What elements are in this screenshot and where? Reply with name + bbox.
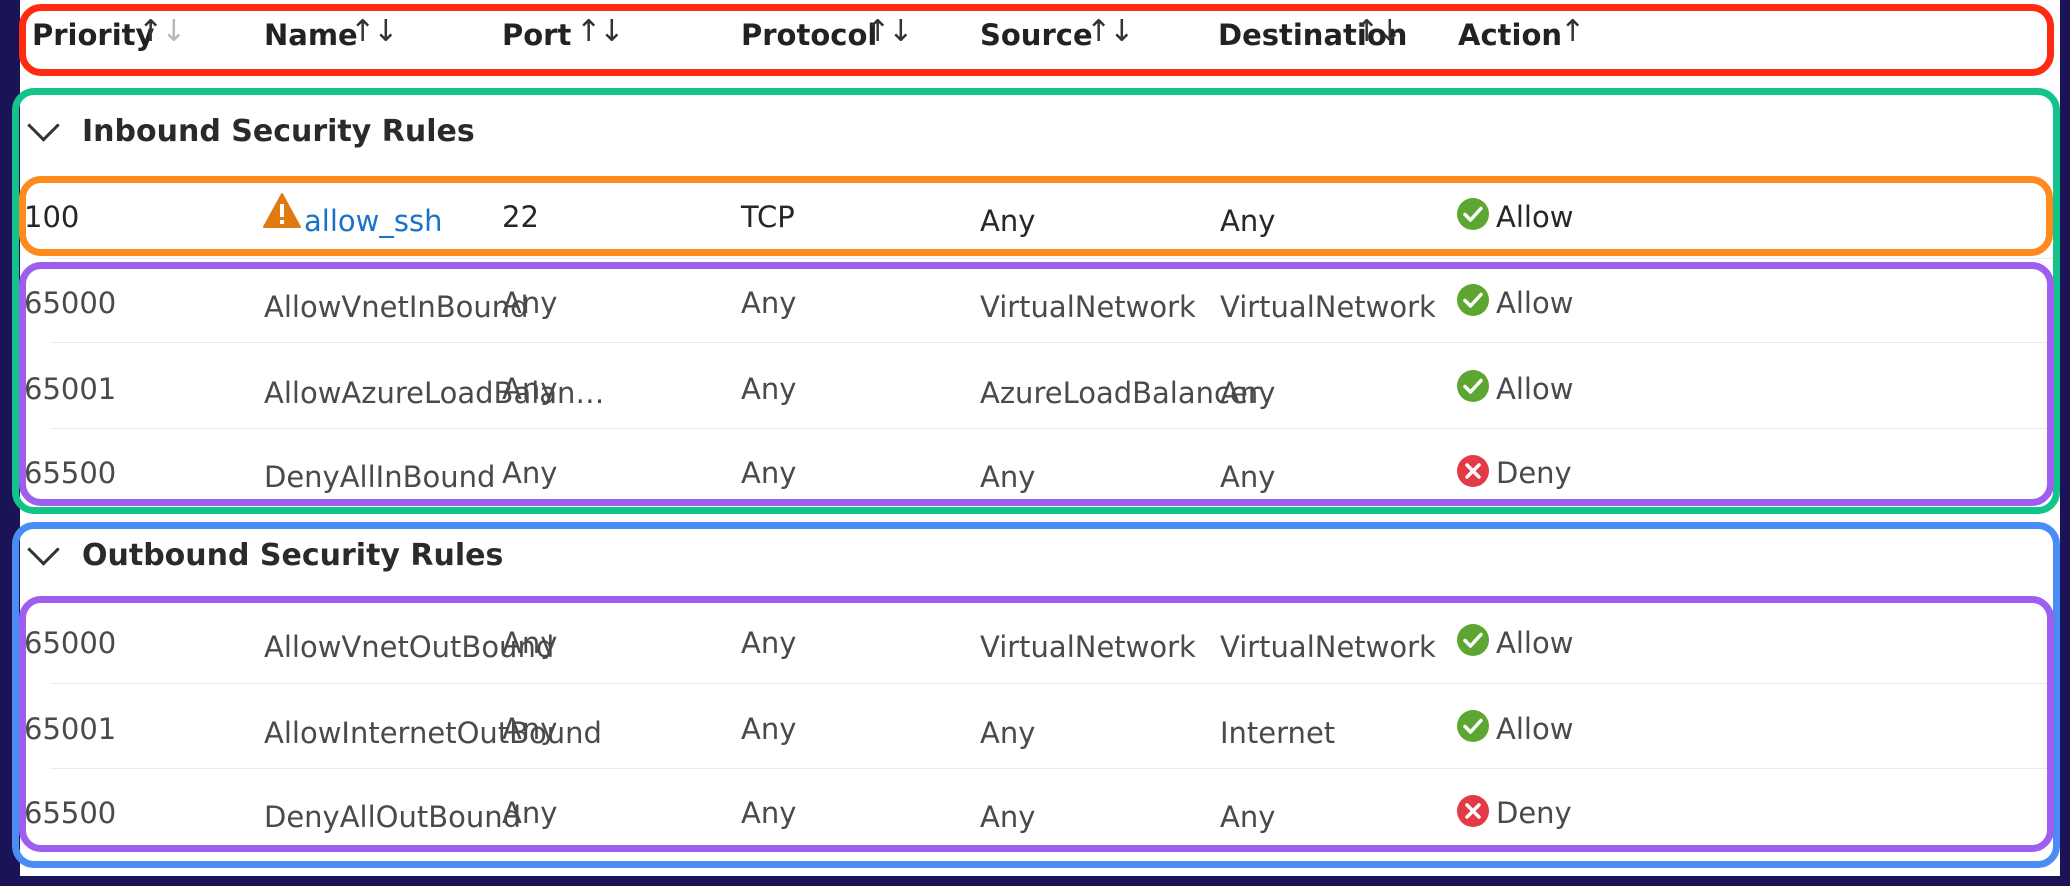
action-cell: Allow (1496, 712, 1574, 746)
rule-name-cell: AllowVnetOutBound (264, 630, 555, 664)
destination-cell: VirtualNetwork (1220, 630, 1436, 664)
chevron-down-icon[interactable] (27, 533, 60, 566)
rule-name-cell: AllowInternetOutBound (264, 716, 602, 750)
priority-cell: 65000 (24, 626, 117, 660)
action-cell: Allow (1496, 286, 1574, 320)
check-circle-icon (1457, 710, 1489, 742)
protocol-cell: Any (741, 712, 797, 746)
sort-arrows-icon[interactable]: ↑↓ (865, 14, 913, 49)
row-divider (50, 258, 2060, 259)
port-cell: Any (502, 796, 558, 830)
warning-triangle-icon (262, 192, 302, 235)
source-cell: VirtualNetwork (980, 630, 1196, 664)
rule-name-link[interactable]: allow_ssh (304, 204, 443, 238)
action-cell: Deny (1496, 796, 1572, 830)
sort-arrows-icon[interactable]: ↑↓ (138, 14, 186, 49)
protocol-cell: TCP (741, 200, 795, 234)
destination-cell: VirtualNetwork (1220, 290, 1436, 324)
source-cell: Any (980, 204, 1036, 238)
priority-cell: 65001 (24, 712, 117, 746)
source-cell: AzureLoadBalancer (980, 376, 1260, 410)
x-circle-icon (1457, 795, 1489, 827)
protocol-cell: Any (741, 372, 797, 406)
row-divider (50, 768, 2060, 769)
port-cell: 22 (502, 200, 539, 234)
chevron-down-icon[interactable] (27, 109, 60, 142)
priority-cell: 65001 (24, 372, 117, 406)
column-header-action[interactable]: Action (1458, 18, 1563, 52)
action-cell: Allow (1496, 372, 1574, 406)
action-cell: Allow (1496, 626, 1574, 660)
priority-cell: 65500 (24, 456, 117, 490)
check-circle-icon (1457, 284, 1489, 316)
row-divider (50, 683, 2060, 684)
destination-cell: Any (1220, 204, 1276, 238)
check-circle-icon (1457, 198, 1489, 230)
destination-cell: Internet (1220, 716, 1336, 750)
port-cell: Any (502, 456, 558, 490)
destination-cell: Any (1220, 460, 1276, 494)
row-divider (50, 342, 2060, 343)
sort-arrows-icon[interactable]: ↑↓ (350, 14, 398, 49)
source-cell: Any (980, 716, 1036, 750)
sort-arrows-icon[interactable]: ↑↓ (1086, 14, 1134, 49)
rule-name-cell: AllowVnetInBound (264, 290, 529, 324)
protocol-cell: Any (741, 286, 797, 320)
rule-name-cell: DenyAllOutBound (264, 800, 522, 834)
source-cell: Any (980, 800, 1036, 834)
x-circle-icon (1457, 455, 1489, 487)
port-cell: Any (502, 286, 558, 320)
source-cell: VirtualNetwork (980, 290, 1196, 324)
check-circle-icon (1457, 370, 1489, 402)
protocol-cell: Any (741, 626, 797, 660)
protocol-cell: Any (741, 456, 797, 490)
rule-name-cell: DenyAllInBound (264, 460, 496, 494)
outbound-group-title: Outbound Security Rules (82, 538, 504, 573)
security-rules-table: Priority ↑↓ Name ↑↓ Port ↑↓ Protocol ↑↓ … (20, 0, 2060, 876)
check-circle-icon (1457, 624, 1489, 656)
port-cell: Any (502, 626, 558, 660)
sort-arrows-icon[interactable]: ↑↓ (1354, 14, 1402, 49)
port-cell: Any (502, 712, 558, 746)
source-cell: Any (980, 460, 1036, 494)
column-header-name[interactable]: Name (264, 18, 358, 52)
sort-arrows-icon[interactable]: ↑ (1560, 14, 1585, 49)
column-header-priority[interactable]: Priority (32, 18, 155, 52)
action-cell: Allow (1496, 200, 1574, 234)
destination-cell: Any (1220, 376, 1276, 410)
port-cell: Any (502, 372, 558, 406)
column-header-destination[interactable]: Destination (1218, 18, 1408, 52)
priority-cell: 65000 (24, 286, 117, 320)
destination-cell: Any (1220, 800, 1276, 834)
action-cell: Deny (1496, 456, 1572, 490)
row-divider (50, 428, 2060, 429)
priority-cell: 100 (24, 200, 80, 234)
column-header-protocol[interactable]: Protocol (741, 18, 878, 52)
rule-name-cell: AllowAzureLoadBalan… (264, 376, 605, 410)
column-header-port[interactable]: Port (502, 18, 572, 52)
column-header-source[interactable]: Source (980, 18, 1093, 52)
priority-cell: 65500 (24, 796, 117, 830)
inbound-group-title: Inbound Security Rules (82, 114, 475, 149)
protocol-cell: Any (741, 796, 797, 830)
sort-arrows-icon[interactable]: ↑↓ (576, 14, 624, 49)
